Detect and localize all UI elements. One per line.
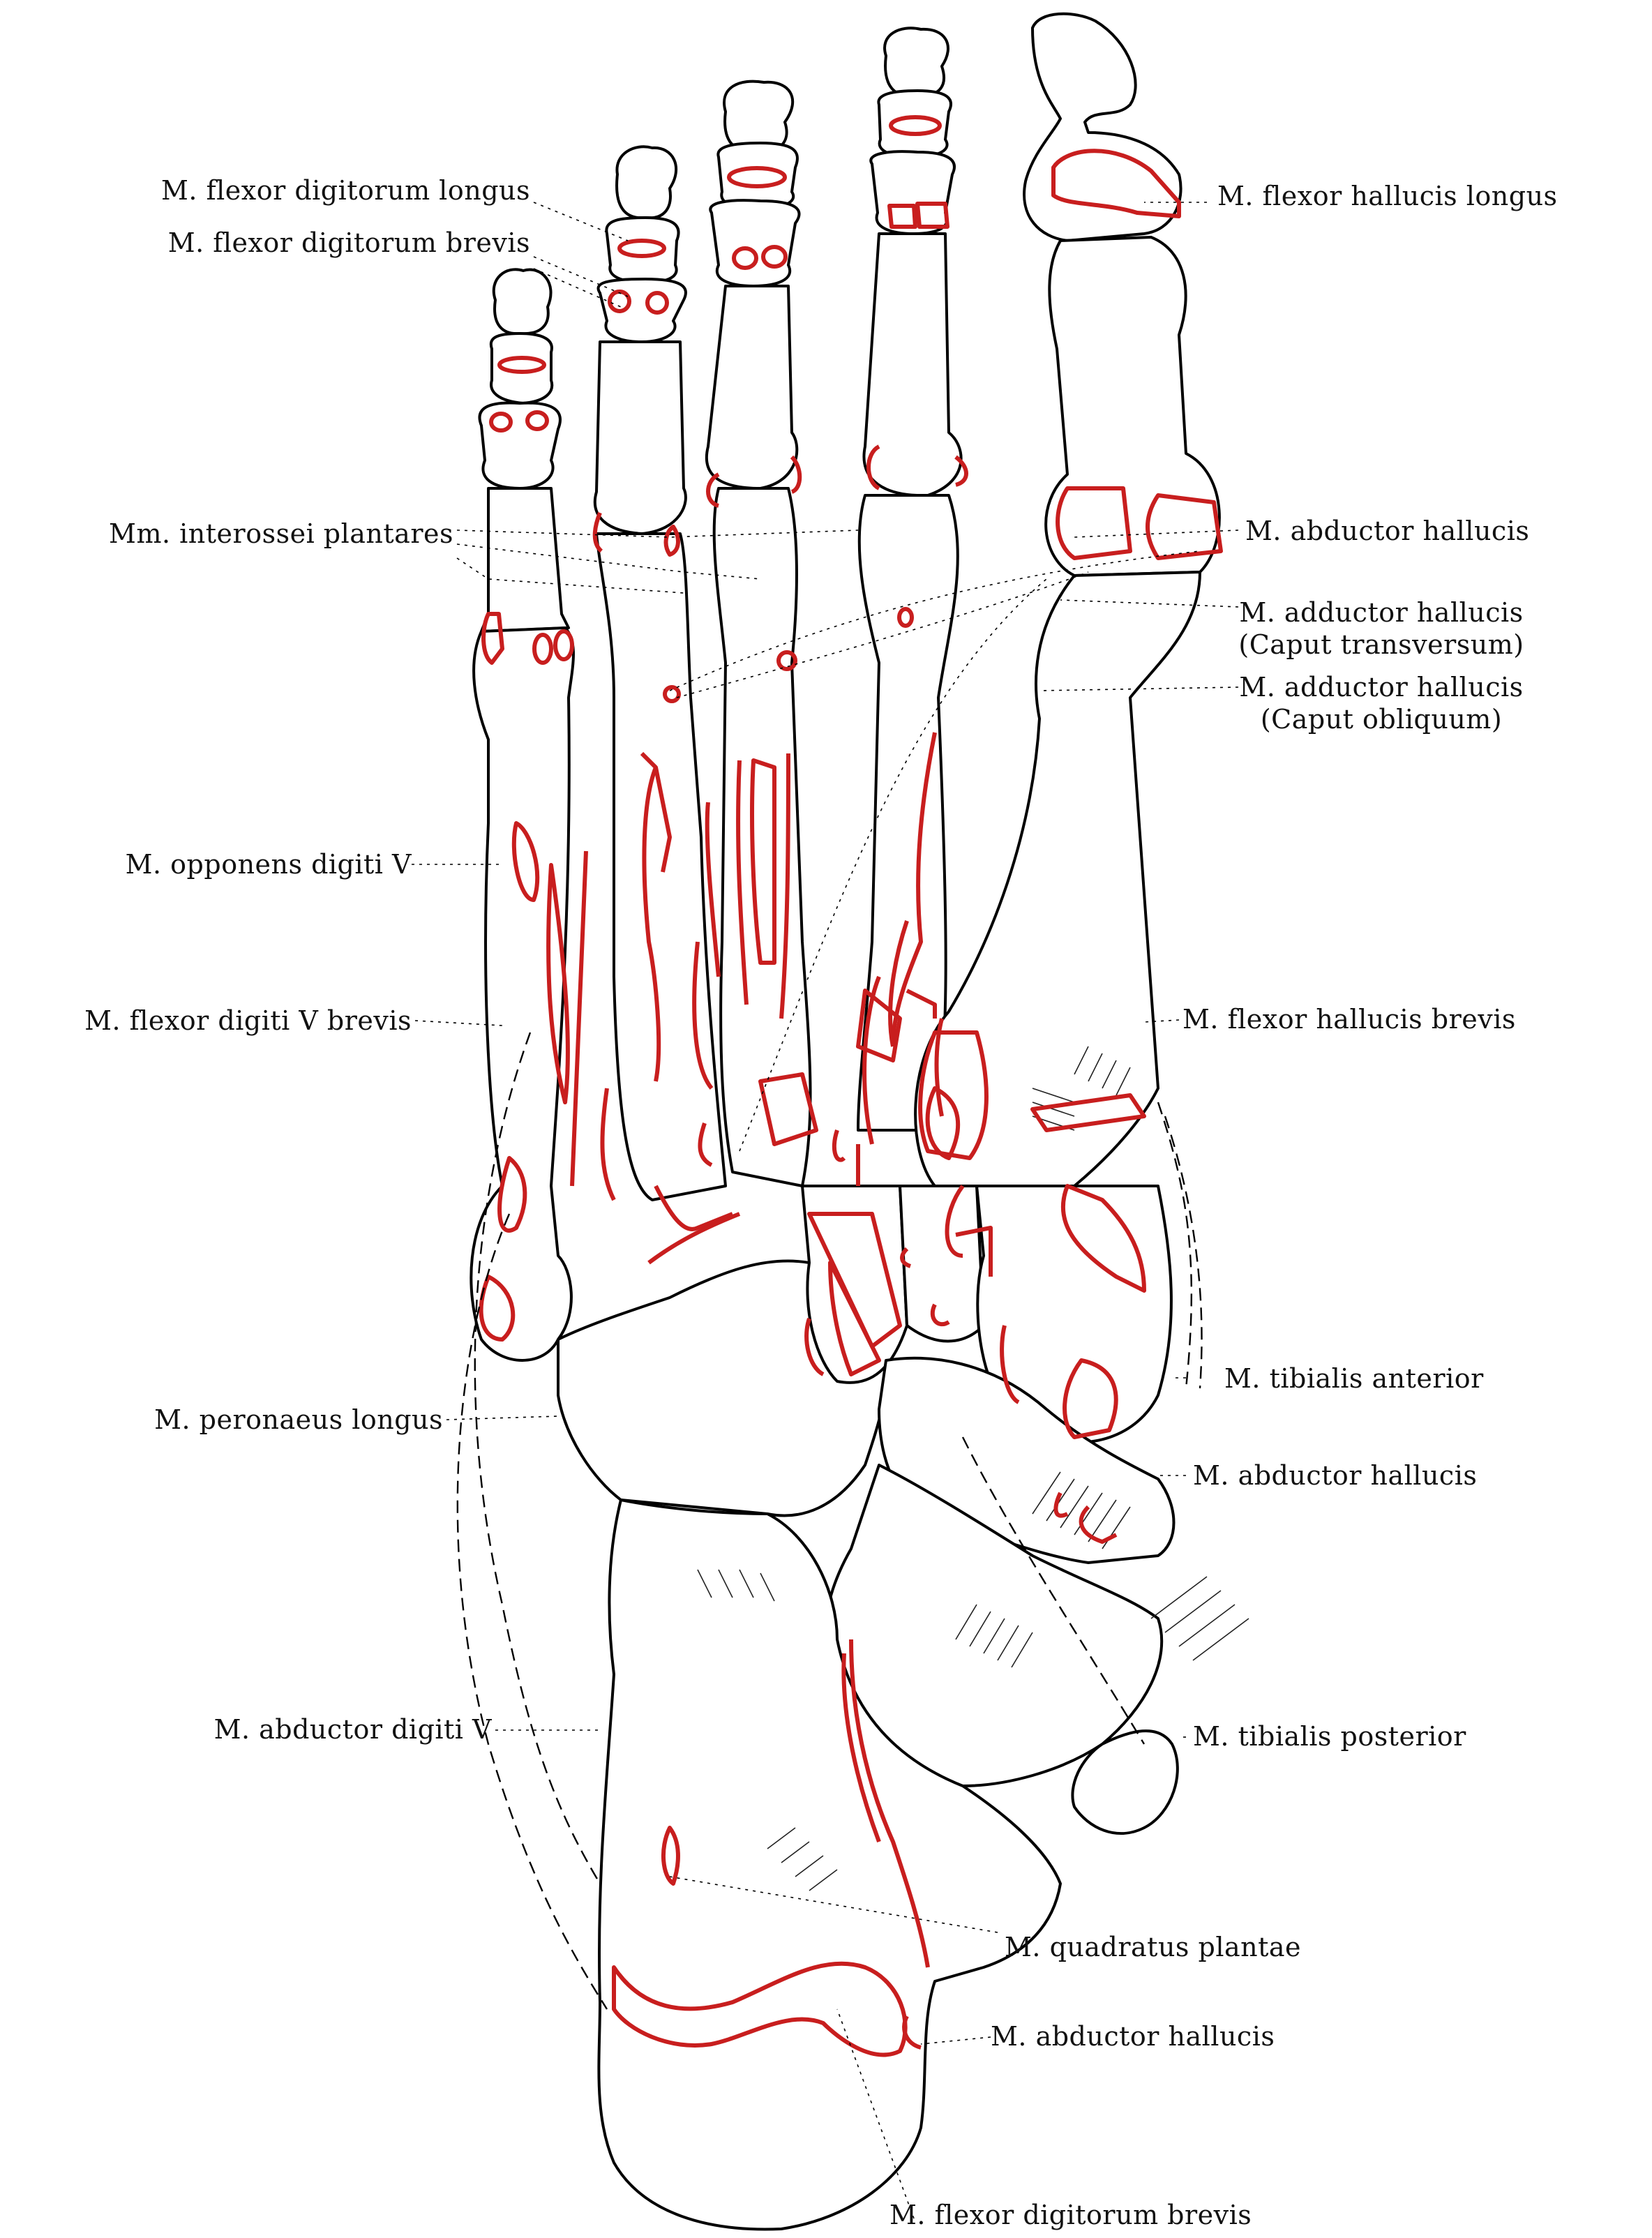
- label-abductor-digiti-v: M. abductor digiti V: [213, 1714, 492, 1745]
- label-flexor-digitorum-brevis-upper: M. flexor digitorum brevis: [167, 227, 530, 258]
- label-flexor-digiti-v-brevis: M. flexor digiti V brevis: [84, 1005, 412, 1036]
- label-adductor-hallucis-obliquum-line2: (Caput obliquum): [1260, 704, 1503, 735]
- label-tibialis-anterior: M. tibialis anterior: [1224, 1363, 1484, 1394]
- label-flexor-hallucis-brevis: M. flexor hallucis brevis: [1182, 1004, 1516, 1035]
- toe-2-phalanges: [862, 27, 963, 497]
- label-quadratus-plantae: M. quadratus plantae: [1005, 1932, 1302, 1962]
- label-flexor-digitorum-longus: M. flexor digitorum longus: [161, 175, 530, 206]
- label-adductor-hallucis-transversum-line2: (Caput transversum): [1238, 629, 1524, 660]
- label-abductor-hallucis-lower: M. abductor hallucis: [991, 2021, 1275, 2052]
- label-adductor-hallucis-transversum-line1: M. adductor hallucis: [1239, 597, 1524, 628]
- label-adductor-hallucis-obliquum: M. adductor hallucis (Caput obliquum): [1235, 671, 1528, 735]
- label-flexor-digitorum-brevis-bottom: M. flexor digitorum brevis: [889, 2200, 1252, 2230]
- label-interossei-plantares: Mm. interossei plantares: [109, 518, 453, 549]
- toe-1-phalanges: [1023, 12, 1221, 577]
- toe-5-phalanges: [478, 268, 570, 633]
- toe-3-phalanges: [705, 80, 801, 490]
- label-peronaeus-longus: M. peronaeus longus: [154, 1404, 443, 1435]
- tarsal-bones: [557, 1185, 1179, 2231]
- label-abductor-hallucis-upper: M. abductor hallucis: [1245, 516, 1530, 546]
- label-opponens-digiti-v: M. opponens digiti V: [125, 849, 412, 880]
- leader-lines: [412, 202, 1239, 2219]
- muscle-attachments: [479, 115, 1223, 2057]
- label-flexor-hallucis-longus: M. flexor hallucis longus: [1217, 181, 1558, 211]
- toe-4-phalanges: [593, 145, 687, 535]
- label-adductor-hallucis-transversum: M. adductor hallucis (Caput transversum): [1235, 596, 1528, 661]
- label-adductor-hallucis-obliquum-line1: M. adductor hallucis: [1239, 672, 1524, 703]
- metatarsals: [470, 487, 1201, 1362]
- label-tibialis-posterior: M. tibialis posterior: [1193, 1721, 1466, 1752]
- label-abductor-hallucis-middle: M. abductor hallucis: [1193, 1460, 1478, 1491]
